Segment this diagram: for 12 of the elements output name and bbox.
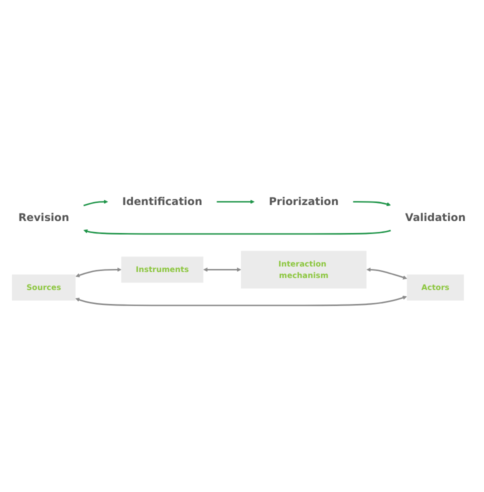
arrow <box>83 200 108 206</box>
arrow <box>83 229 391 235</box>
node-text: Revision <box>18 212 70 224</box>
arrow <box>353 201 391 206</box>
arrow <box>76 268 122 278</box>
arrow <box>216 200 255 204</box>
arrow <box>203 268 242 272</box>
node-text: Priorization <box>268 196 339 208</box>
node-text: Validation <box>405 212 466 224</box>
node-text: Identification <box>122 196 202 208</box>
arrow <box>366 268 408 280</box>
arrow <box>75 296 407 306</box>
